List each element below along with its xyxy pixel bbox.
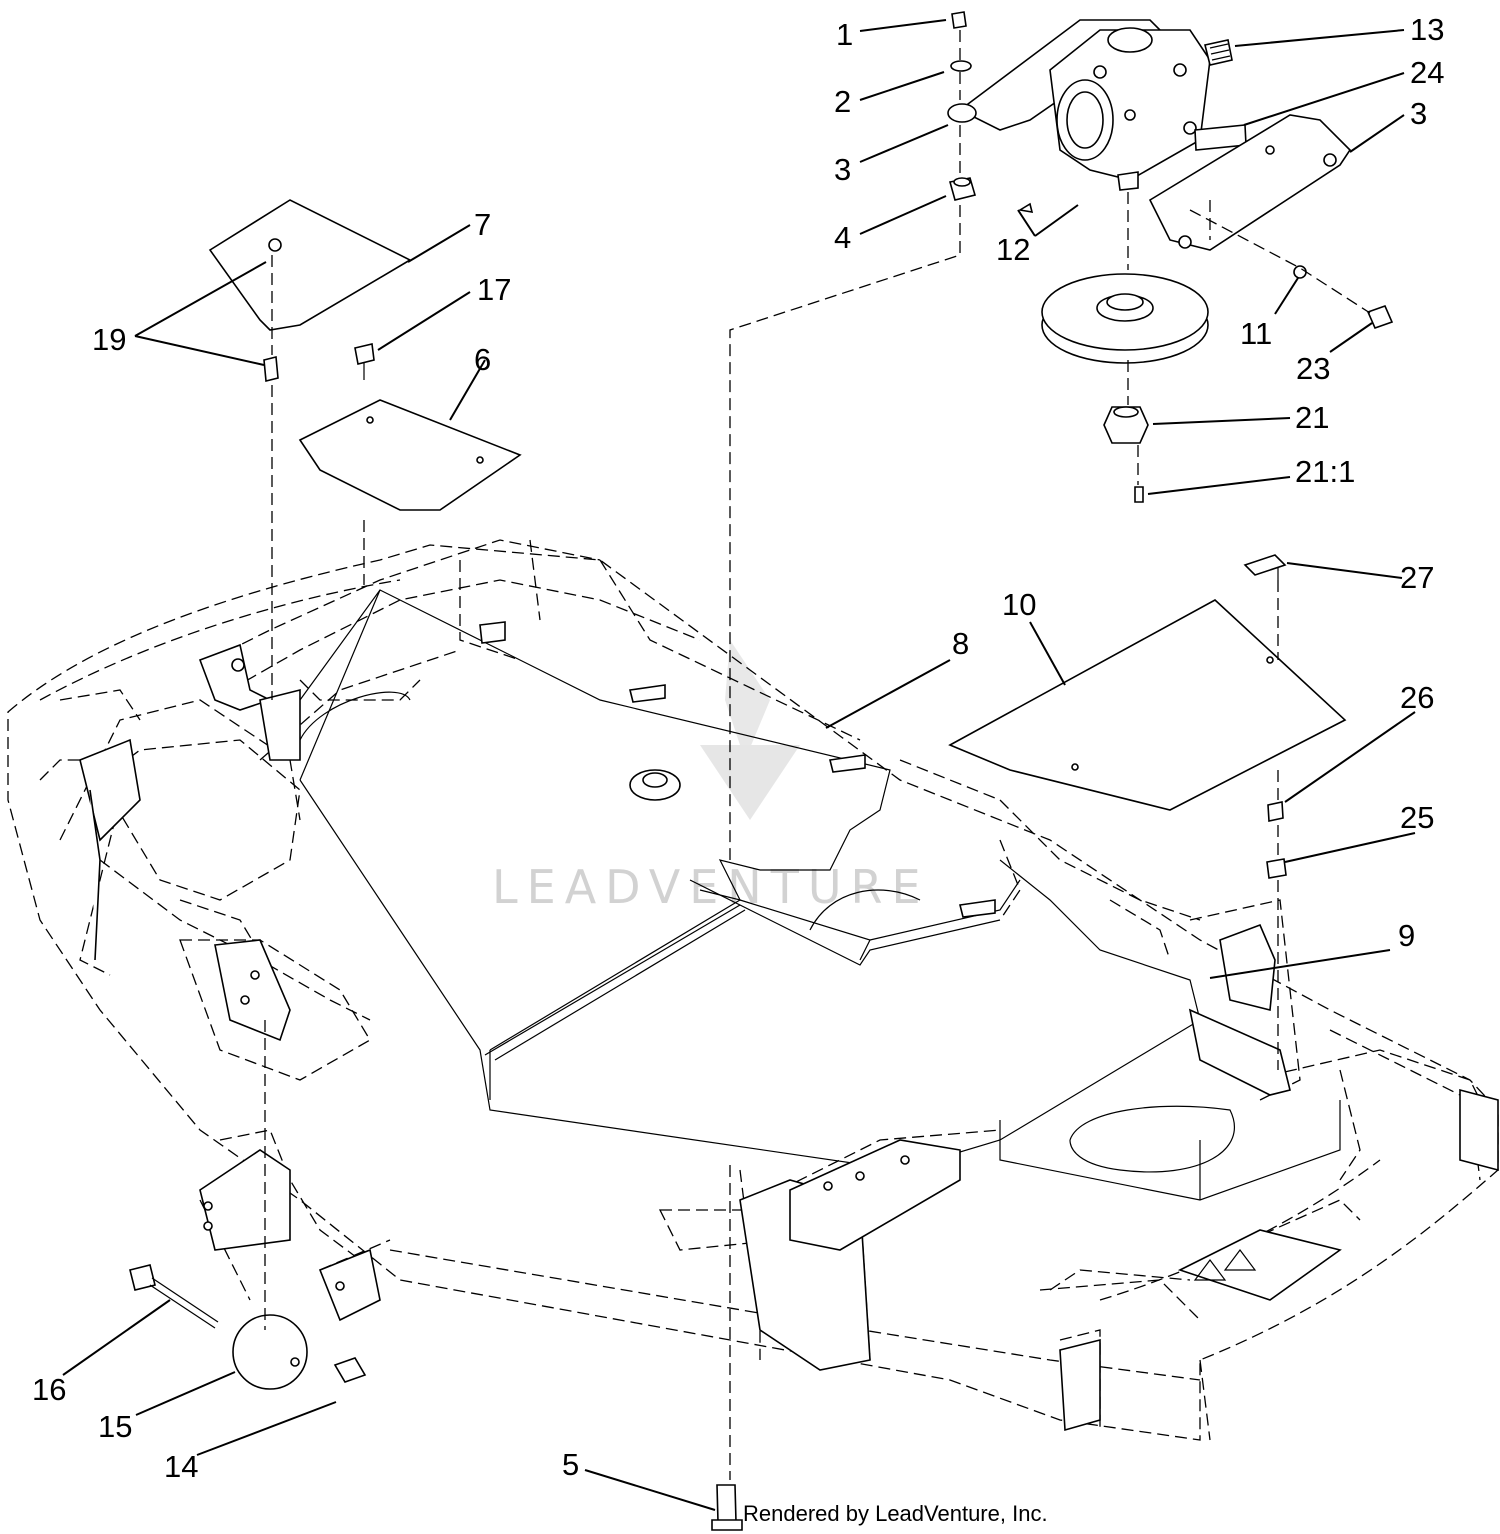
cover-plates	[129, 199, 1347, 1531]
callout-14: 14	[164, 1449, 198, 1484]
callout-4: 4	[834, 220, 851, 255]
callout-5: 5	[562, 1447, 579, 1482]
watermark-text: LEADVENTURE	[492, 860, 930, 914]
callout-25: 25	[1400, 800, 1434, 835]
assembly-lines	[264, 30, 1371, 1480]
callout-27: 27	[1400, 560, 1434, 595]
callout-1: 1	[836, 17, 853, 52]
callout-3-rear-bracket: 3	[834, 152, 851, 187]
deck-plate	[299, 589, 1341, 1201]
callout-17: 17	[477, 272, 511, 307]
callout-7: 7	[474, 207, 491, 242]
callout-24: 24	[1410, 55, 1444, 90]
callout-labels: 1 2 3 4 13 24 3 12 11 23 21 21:1 7 17 19…	[32, 12, 1444, 1484]
leader-lines	[62, 19, 1416, 1511]
callout-21: 21	[1295, 400, 1329, 435]
callout-19: 19	[92, 322, 126, 357]
deck-hanger-left	[79, 643, 381, 1322]
gearbox-assembly	[947, 11, 1394, 503]
callout-2: 2	[834, 84, 851, 119]
callout-21-1: 21:1	[1295, 454, 1355, 489]
callout-8: 8	[952, 626, 969, 661]
callout-6: 6	[474, 342, 491, 377]
callout-3-front-bracket: 3	[1410, 96, 1427, 131]
callout-9: 9	[1398, 918, 1415, 953]
watermark-logo: LEADVENTURE	[492, 640, 930, 914]
callout-10: 10	[1002, 587, 1036, 622]
callout-15: 15	[98, 1409, 132, 1444]
callout-11: 11	[1240, 316, 1272, 351]
deck-hanger-right	[739, 923, 1499, 1432]
callout-23: 23	[1296, 351, 1330, 386]
callout-16: 16	[32, 1372, 66, 1407]
callout-12: 12	[996, 232, 1030, 267]
callout-13: 13	[1410, 12, 1444, 47]
render-credit: Rendered by LeadVenture, Inc.	[743, 1501, 1048, 1526]
callout-26: 26	[1400, 680, 1434, 715]
